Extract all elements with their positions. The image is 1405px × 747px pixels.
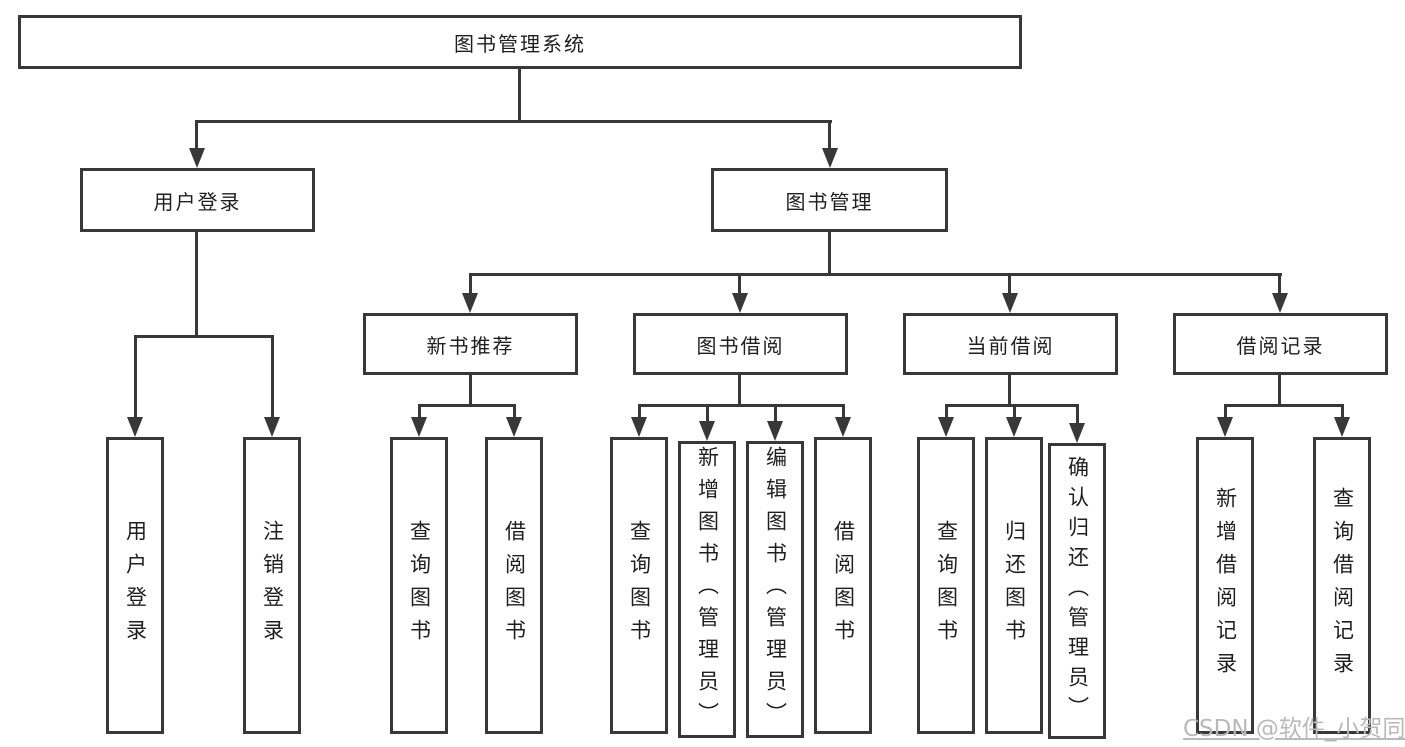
connector-arrowhead xyxy=(1217,417,1233,437)
leaf-br-query-record: 查询借阅记录 xyxy=(1313,437,1371,734)
connector-line xyxy=(1341,404,1344,419)
connector-line xyxy=(469,273,1282,276)
connector-line xyxy=(828,120,831,150)
connector-line xyxy=(738,375,741,406)
node-new-book-recommend: 新书推荐 xyxy=(363,313,578,375)
connector-line xyxy=(134,335,274,338)
connector-arrowhead xyxy=(1002,293,1018,313)
connector-arrowhead xyxy=(264,417,280,437)
connector-line xyxy=(1008,273,1011,295)
connector-arrowhead xyxy=(699,421,715,441)
connector-line xyxy=(706,404,709,421)
connector-arrowhead xyxy=(767,421,783,441)
connector-arrowhead xyxy=(732,293,748,313)
connector-line xyxy=(513,404,516,419)
connector-line xyxy=(842,404,845,419)
connector-line xyxy=(774,404,777,421)
leaf-br-add-record: 新增借阅记录 xyxy=(1196,437,1254,734)
leaf-logout: 注销登录 xyxy=(243,437,301,734)
connector-arrowhead xyxy=(189,148,205,168)
connector-line xyxy=(134,335,137,419)
connector-arrowhead xyxy=(835,417,851,437)
leaf-cb-confirm-return: 确认归还（管理员） xyxy=(1048,443,1106,739)
connector-line xyxy=(195,120,198,150)
connector-line xyxy=(469,273,472,295)
leaf-nb-query-book: 查询图书 xyxy=(390,437,448,734)
connector-line xyxy=(1278,375,1281,406)
connector-arrowhead xyxy=(1069,423,1085,443)
leaf-nb-borrow-book: 借阅图书 xyxy=(485,437,543,734)
node-root: 图书管理系统 xyxy=(18,15,1022,69)
connector-arrowhead xyxy=(1006,417,1022,437)
connector-line xyxy=(638,404,845,407)
connector-line xyxy=(1278,273,1281,295)
leaf-bb-borrow-book: 借阅图书 xyxy=(814,437,872,734)
connector-arrowhead xyxy=(938,417,954,437)
connector-arrowhead xyxy=(411,417,427,437)
node-book-management: 图书管理 xyxy=(711,168,948,232)
leaf-user-login: 用户登录 xyxy=(106,437,164,734)
connector-line xyxy=(418,404,516,407)
connector-line xyxy=(518,69,521,122)
connector-line xyxy=(738,273,741,295)
connector-line xyxy=(828,232,831,275)
leaf-cb-return-book: 归还图书 xyxy=(985,437,1043,734)
leaf-bb-query-book: 查询图书 xyxy=(610,437,668,734)
node-user-login: 用户登录 xyxy=(80,168,315,232)
connector-arrowhead xyxy=(1272,293,1288,313)
connector-arrowhead xyxy=(462,293,478,313)
connector-line xyxy=(945,404,1079,407)
connector-line xyxy=(195,232,198,337)
connector-line xyxy=(945,404,948,419)
connector-line xyxy=(469,375,472,406)
leaf-bb-add-book: 新增图书（管理员） xyxy=(678,441,736,738)
connector-line xyxy=(418,404,421,419)
connector-arrowhead xyxy=(1334,417,1350,437)
node-book-borrow: 图书借阅 xyxy=(633,313,848,375)
node-current-borrow: 当前借阅 xyxy=(903,313,1118,375)
connector-arrowhead xyxy=(631,417,647,437)
node-borrow-record: 借阅记录 xyxy=(1173,313,1388,375)
connector-line xyxy=(1224,404,1227,419)
connector-line xyxy=(638,404,641,419)
csdn-watermark: CSDN @软件_小贺同学 xyxy=(1183,716,1405,742)
leaf-bb-edit-book: 编辑图书（管理员） xyxy=(746,441,804,738)
leaf-cb-query-book: 查询图书 xyxy=(917,437,975,734)
connector-line xyxy=(1224,404,1344,407)
connector-arrowhead xyxy=(127,417,143,437)
connector-line xyxy=(195,120,832,123)
connector-line xyxy=(1008,375,1011,406)
connector-line xyxy=(1013,404,1016,419)
connector-arrowhead xyxy=(506,417,522,437)
connector-arrowhead xyxy=(822,148,838,168)
connector-line xyxy=(1076,404,1079,423)
connector-line xyxy=(271,335,274,419)
